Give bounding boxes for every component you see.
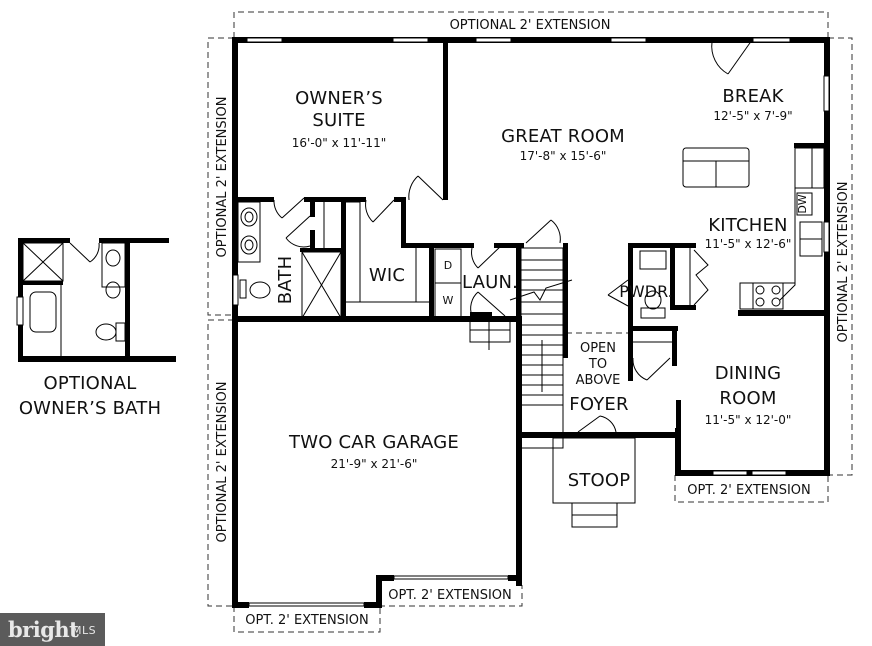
dishwasher-label: DW	[796, 194, 809, 213]
fixtures	[237, 39, 825, 528]
optional-bath-label-1: OPTIONAL	[44, 373, 137, 394]
washer-label: W	[443, 294, 454, 307]
left-upper-extension-label: OPTIONAL 2' EXTENSION	[215, 97, 230, 258]
garage-right-extension-label: OPT. 2' EXTENSION	[388, 588, 512, 603]
owners-suite-label-2: SUITE	[312, 110, 365, 131]
break-dims: 12'-5" x 7'-9"	[713, 109, 792, 123]
dining-label: DINING	[715, 363, 782, 384]
right-extension-label: OPTIONAL 2' EXTENSION	[836, 182, 851, 343]
owners-suite-dims: 16'-0" x 11'-11"	[292, 136, 386, 150]
dining-label-2: ROOM	[719, 388, 776, 409]
kitchen-label: KITCHEN	[708, 215, 787, 236]
stoop-label: STOOP	[568, 470, 631, 491]
dining-dims: 11'-5" x 12'-0"	[705, 413, 792, 427]
optional-bath-label-2: OWNER’S BATH	[19, 398, 161, 419]
garage-left-extension-label: OPT. 2' EXTENSION	[245, 613, 369, 628]
room-labels: OPTIONAL 2' EXTENSION OPTIONAL 2' EXTENS…	[19, 18, 851, 628]
break-label: BREAK	[722, 86, 784, 107]
dining-extension-label: OPT. 2' EXTENSION	[687, 483, 811, 498]
garage-dims: 21'-9" x 21'-6"	[331, 457, 418, 471]
top-extension-label: OPTIONAL 2' EXTENSION	[450, 18, 611, 33]
foyer-label: FOYER	[569, 394, 628, 415]
wic-label: WIC	[369, 265, 405, 286]
garage-label: TWO CAR GARAGE	[288, 432, 459, 453]
great-room-dims: 17'-8" x 15'-6"	[520, 149, 607, 163]
bath-label: BATH	[275, 256, 296, 305]
laundry-label: LAUN.	[462, 272, 518, 293]
interior-walls	[236, 40, 828, 432]
great-room-label: GREAT ROOM	[501, 126, 625, 147]
owners-suite-label: OWNER’S	[295, 88, 383, 109]
left-lower-extension-label: OPTIONAL 2' EXTENSION	[215, 382, 230, 543]
kitchen-dims: 11'-5" x 12'-6"	[705, 237, 792, 251]
dryer-label: D	[444, 259, 452, 272]
open-to-above-3: ABOVE	[576, 373, 621, 388]
open-to-above-2: TO	[588, 357, 607, 372]
watermark-brand: bright	[8, 617, 79, 642]
bright-mls-watermark: bright MLS	[0, 613, 105, 646]
staircase	[509, 219, 573, 449]
exterior-walls	[232, 37, 830, 608]
powder-label: PWDR.	[619, 282, 672, 301]
watermark-suffix: MLS	[72, 624, 97, 637]
open-to-above-1: OPEN	[580, 341, 616, 356]
optional-owners-bath-inset	[16, 238, 176, 362]
